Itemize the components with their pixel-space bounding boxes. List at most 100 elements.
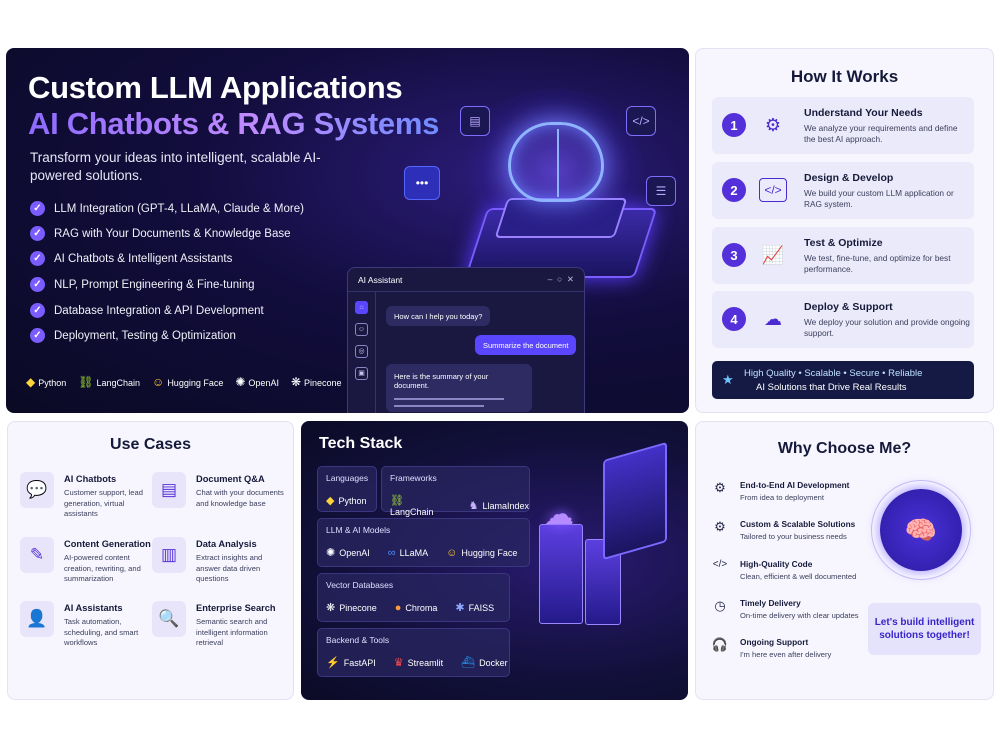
tech-streamlit: ♛Streamlit	[393, 657, 444, 669]
models-box: LLM & AI Models ✺OpenAI ∞LLaMA ☺Hugging …	[317, 518, 530, 567]
step-number: 3	[722, 243, 746, 267]
cog-icon: ⚙	[714, 519, 726, 534]
use-case-desc: Chat with your documents and knowledge b…	[196, 488, 284, 508]
openai-icon: ✺	[235, 375, 246, 389]
cloud-upload-icon: ☁	[764, 308, 782, 329]
hero-subtitle: Transform your ideas into intelligent, s…	[30, 150, 321, 183]
use-case-title: AI Chatbots	[64, 474, 117, 484]
cta-box[interactable]: Let's build intelligent solutions togeth…	[868, 603, 981, 655]
use-case-title: AI Assistants	[64, 603, 123, 613]
user-icon: 👤	[20, 601, 54, 637]
tech-langchain: ⛓LangChain	[390, 495, 434, 517]
tech-llama: ∞LLaMA	[387, 546, 429, 559]
user-message: Summarize the document	[475, 335, 577, 355]
tech-pinecone: ❋Pinecone	[290, 375, 342, 389]
feature-item: ✓AI Chatbots & Intelligent Assistants	[30, 251, 232, 266]
assistant-sidebar: ⌂ ☺ ◎ ▣ ≡	[348, 292, 376, 413]
check-icon: ✓	[30, 251, 45, 266]
tech-langchain: ⛓LangChain	[78, 375, 141, 389]
server-decoration	[539, 524, 583, 624]
use-cases-panel: Use Cases 💬 AI Chatbots Customer support…	[7, 421, 294, 700]
document-icon: ▤	[152, 472, 186, 508]
files-nav-icon[interactable]: ▣	[355, 367, 368, 380]
faiss-icon: ✱	[455, 602, 465, 614]
brain-icon	[508, 122, 604, 202]
how-it-works-panel: How It Works 1 ⚙ Understand Your Needs W…	[695, 48, 994, 413]
why-item-desc: Clean, efficient & well documented	[740, 572, 857, 581]
feature-item: ✓Database Integration & API Development	[30, 303, 264, 318]
step-number: 4	[722, 307, 746, 331]
quality-banner: ★ High Quality • Scalable • Secure • Rel…	[712, 361, 974, 399]
search-icon: 🔍	[152, 601, 186, 637]
step-desc: We deploy your solution and provide ongo…	[804, 317, 970, 338]
feature-item: ✓LLM Integration (GPT-4, LLaMA, Claude &…	[30, 201, 304, 216]
step-desc: We test, fine-tune, and optimize for bes…	[804, 253, 951, 274]
check-icon: ✓	[30, 328, 45, 343]
star-icon: ★	[722, 372, 734, 387]
step-number: 2	[722, 178, 746, 202]
why-item-title: End-to-End AI Development	[740, 480, 850, 490]
langchain-icon: ⛓	[78, 375, 94, 389]
assistant-question: How can I help you today?	[386, 306, 491, 326]
code-icon: </>	[626, 106, 656, 136]
network-icon: ⚙	[764, 114, 782, 135]
user-nav-icon[interactable]: ☺	[355, 323, 368, 336]
quality-line2: AI Solutions that Drive Real Results	[756, 382, 907, 393]
use-case-title: Enterprise Search	[196, 603, 276, 613]
screen-decoration	[603, 441, 667, 561]
chat-nav-icon[interactable]: ⌂	[355, 301, 368, 314]
python-icon: ◆	[26, 375, 36, 389]
why-item-desc: From idea to deployment	[740, 493, 824, 502]
tech-llamaindex: ♞LlamaIndex	[468, 500, 529, 512]
clock-icon: ◷	[714, 598, 726, 613]
why-item-title: Timely Delivery	[740, 598, 801, 608]
step-desc: We build your custom LLM application or …	[804, 188, 954, 209]
chart-icon: 📈	[761, 244, 785, 265]
why-item-desc: I'm here even after delivery	[740, 650, 832, 659]
tech-faiss: ✱FAISS	[455, 602, 495, 614]
step-title: Test & Optimize	[804, 237, 883, 249]
chroma-icon: ●	[394, 601, 402, 614]
tech-openai: ✺OpenAI	[326, 547, 370, 559]
use-case-desc: Extract insights and answer data driven …	[196, 553, 263, 583]
huggingface-icon: ☺	[446, 546, 458, 559]
why-item-desc: Tailored to your business needs	[740, 532, 847, 541]
check-icon: ✓	[30, 201, 45, 216]
how-title: How It Works	[790, 67, 899, 86]
feature-item: ✓Deployment, Testing & Optimization	[30, 328, 236, 343]
vector-db-box: Vector Databases ❋Pinecone ●Chroma ✱FAIS…	[317, 573, 510, 622]
openai-icon: ✺	[326, 547, 336, 559]
assistant-window: AI Assistant – ○ ✕ ⌂ ☺ ◎ ▣ ≡ How can I h…	[347, 267, 585, 413]
step-card: 2 </> Design & Develop We build your cus…	[712, 162, 974, 219]
feature-item: ✓NLP, Prompt Engineering & Fine-tuning	[30, 277, 255, 292]
reply-line	[394, 405, 484, 407]
check-icon: ✓	[30, 226, 45, 241]
step-title: Design & Develop	[804, 172, 894, 184]
langchain-icon: ⛓	[390, 495, 404, 507]
python-icon: ◆	[326, 495, 335, 507]
hero-panel: Custom LLM Applications AI Chatbots & RA…	[6, 48, 689, 413]
use-case-title: Data Analysis	[196, 539, 257, 549]
why-item-title: Ongoing Support	[740, 637, 809, 647]
huggingface-icon: ☺	[152, 375, 165, 389]
step-number: 1	[722, 113, 746, 137]
tech-docker: ⛴Docker	[461, 657, 508, 669]
tech-python: ◆Python	[26, 375, 67, 389]
settings-nav-icon[interactable]: ◎	[355, 345, 368, 358]
why-title: Why Choose Me?	[777, 440, 912, 457]
why-item-title: Custom & Scalable Solutions	[740, 519, 856, 529]
use-case-desc: Task automation, scheduling, and smart w…	[64, 617, 139, 647]
brain-badge: 🧠	[871, 480, 971, 580]
tech-pinecone: ❋Pinecone	[326, 602, 377, 614]
gear-icon: ⚙	[714, 480, 726, 495]
meta-icon: ∞	[387, 546, 396, 559]
pencil-icon: ✎	[20, 537, 54, 573]
why-choose-panel: Why Choose Me? ⚙ End-to-End AI Developme…	[695, 421, 994, 700]
tech-huggingface: ☺Hugging Face	[446, 546, 518, 559]
window-controls[interactable]: – ○ ✕	[547, 274, 574, 284]
tech-python: ◆Python	[326, 495, 367, 507]
hero-title-line1: Custom LLM Applications	[28, 70, 403, 105]
fastapi-icon: ⚡	[326, 657, 340, 669]
frameworks-box: Frameworks ⛓LangChain ♞LlamaIndex	[381, 466, 530, 517]
tech-stack-title: Tech Stack	[319, 435, 403, 452]
